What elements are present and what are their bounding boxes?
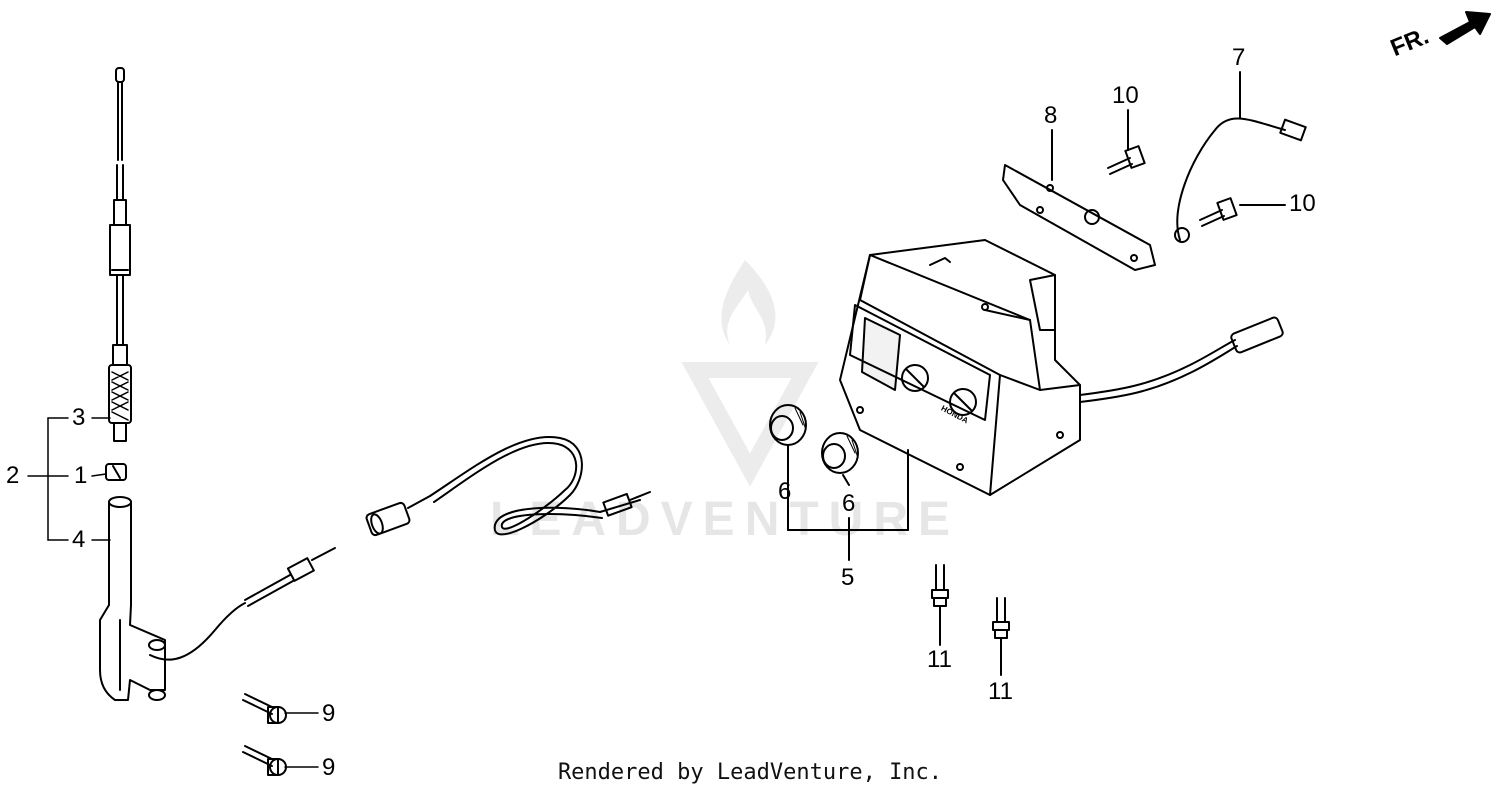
callout-3: 3 (72, 404, 86, 431)
watermark-text: LEADVENTURE (490, 493, 961, 546)
callout-leaders-left (27, 417, 319, 768)
bolts-11 (931, 564, 1010, 676)
callout-11: 11 (988, 678, 1013, 705)
antenna-mast (108, 67, 132, 442)
callout-9: 9 (322, 754, 336, 781)
callout-11: 11 (927, 646, 952, 673)
extension-cable (365, 435, 651, 537)
ground-wire (1174, 71, 1307, 243)
antenna-base (99, 496, 246, 701)
screws-10 (1107, 109, 1286, 227)
callout-4: 4 (72, 526, 86, 553)
render-credit: Rendered by LeadVenture, Inc. (557, 760, 943, 785)
callout-6: 6 (842, 490, 856, 517)
antenna-lead (244, 547, 336, 607)
radio-unit (839, 239, 1284, 496)
callout-5: 5 (841, 564, 855, 591)
callout-2: 2 (6, 462, 20, 489)
callout-8: 8 (1044, 102, 1058, 129)
callout-10: 10 (1289, 190, 1316, 217)
callout-6: 6 (778, 478, 792, 505)
callout-9: 9 (322, 700, 336, 727)
callout-7: 7 (1232, 44, 1246, 71)
callout-10: 10 (1112, 82, 1139, 109)
front-arrow-icon (1439, 11, 1491, 45)
callout-1: 1 (74, 462, 88, 489)
antenna-nut (105, 463, 127, 481)
mounting-bracket (1002, 129, 1156, 271)
knobs (769, 404, 909, 561)
